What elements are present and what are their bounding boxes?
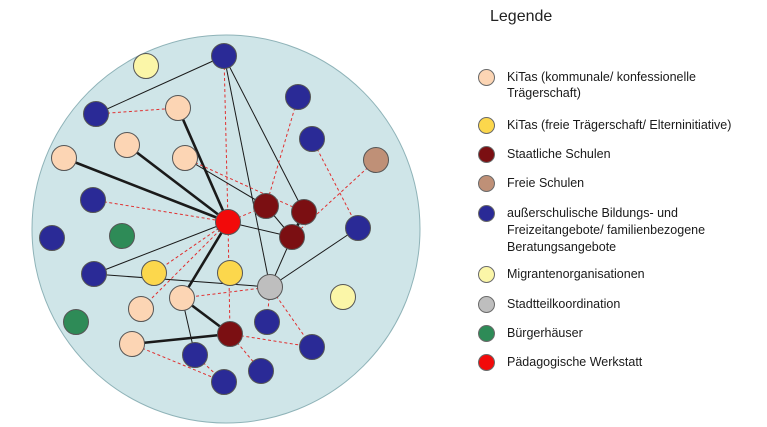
node-buergerhaeuser-bh1	[109, 223, 135, 249]
node-kitas_kommunal-k_g	[119, 331, 145, 357]
node-ausserschulisch-b_r2	[299, 126, 325, 152]
legend-label-stadtteil: Stadtteilkoordination	[507, 297, 621, 311]
network-nodes	[39, 43, 389, 395]
edge-b_top-pw	[223, 55, 229, 223]
edge-b_ml-pw	[92, 199, 229, 223]
node-kitas_kommunal-k_e	[128, 296, 154, 322]
node-buergerhaeuser-bh2	[63, 309, 89, 335]
edge-b_top-b_tl	[95, 55, 225, 115]
edge-b_r2-b_r3	[311, 138, 359, 229]
edge-pw-b_l2	[93, 221, 229, 275]
legend-swatch-staatliche-schulen	[478, 146, 495, 163]
node-stadtteil-st	[257, 274, 283, 300]
node-kitas_kommunal-k_a	[165, 95, 191, 121]
edge-s4-b_r4	[229, 333, 313, 348]
legend-label-staatliche-schulen: Staatliche Schulen	[507, 147, 611, 161]
edge-b_tl-k_a	[95, 107, 179, 115]
edge-b_tr-s1	[265, 96, 299, 207]
edge-b_top-st	[223, 55, 271, 288]
node-ausserschulisch-b_b3	[211, 369, 237, 395]
node-kitas_frei-kf1	[141, 260, 167, 286]
node-ausserschulisch-b_tl	[83, 101, 109, 127]
edge-st-b_r3	[269, 227, 359, 288]
node-ausserschulisch-b_ml	[80, 187, 106, 213]
legend-item-migranten: Migrantenorganisationen	[478, 266, 757, 283]
legend-item-ausserschulisch: außerschulische Bildungs- und Freizeitan…	[478, 205, 737, 256]
node-ausserschulisch-b_l1	[39, 225, 65, 251]
node-ausserschulisch-b_r3	[345, 215, 371, 241]
legend-swatch-stadtteil	[478, 296, 495, 313]
node-ausserschulisch-b_l2	[81, 261, 107, 287]
node-migranten-mig2	[330, 284, 356, 310]
node-freie_schulen-fs	[363, 147, 389, 173]
edge-pw-k_f	[180, 221, 230, 299]
node-staatliche_schulen-s4	[217, 321, 243, 347]
legend-label-werkstatt: Pädagogische Werkstatt	[507, 355, 643, 369]
legend-item-freie-schulen: Freie Schulen	[478, 175, 757, 192]
node-ausserschulisch-b_b2	[248, 358, 274, 384]
edge-k_g-b_b3	[131, 343, 225, 383]
edge-k_a-pw	[176, 107, 230, 223]
edge-st-k_f	[181, 286, 271, 299]
legend-label-ausserschulisch: außerschulische Bildungs- und Freizeitan…	[507, 206, 706, 254]
legend-swatch-kitas-kommunal	[478, 69, 495, 86]
node-kitas_kommunal-k_d	[172, 145, 198, 171]
node-staatliche_schulen-s1	[253, 193, 279, 219]
legend-swatch-kitas-frei	[478, 117, 495, 134]
node-kitas_kommunal-k_c	[51, 145, 77, 171]
legend-item-kitas-kommunal: KiTas (kommunale/ konfessionelle Trägers…	[478, 69, 757, 101]
legend-label-kitas-frei: KiTas (freie Trägerschaft/ Elterninitiat…	[507, 118, 732, 132]
legend-label-migranten: Migrantenorganisationen	[507, 267, 645, 281]
legend-label-buergerhaeuser: Bürgerhäuser	[507, 326, 583, 340]
node-ausserschulisch-b_m1	[254, 309, 280, 335]
node-staatliche_schulen-s2	[291, 199, 317, 225]
node-kitas_kommunal-k_b	[114, 132, 140, 158]
node-ausserschulisch-b_b1	[182, 342, 208, 368]
node-ausserschulisch-b_tr	[285, 84, 311, 110]
edge-b_top-s2	[223, 55, 305, 213]
node-kitas_kommunal-k_f	[169, 285, 195, 311]
legend-swatch-migranten	[478, 266, 495, 283]
legend-swatch-werkstatt	[478, 354, 495, 371]
edge-pw-kf1	[153, 221, 229, 274]
legend-label-freie-schulen: Freie Schulen	[507, 176, 585, 190]
legend-item-buergerhaeuser: Bürgerhäuser	[478, 325, 757, 342]
node-ausserschulisch-b_r4	[299, 334, 325, 360]
edge-s4-k_g	[131, 332, 231, 346]
node-migranten-mig1	[133, 53, 159, 79]
legend-item-staatliche-schulen: Staatliche Schulen	[478, 146, 757, 163]
legend-swatch-ausserschulisch	[478, 205, 495, 222]
legend: Legende KiTas (kommunale/ konfessionelle…	[470, 0, 767, 427]
edge-st-b_l2	[93, 273, 271, 288]
edge-pw-k_e	[140, 221, 229, 310]
edge-k_b-pw	[126, 143, 229, 224]
network-diagram	[31, 34, 421, 424]
node-kitas_frei-kf2	[217, 260, 243, 286]
node-staatliche_schulen-s3	[279, 224, 305, 250]
legend-swatch-freie-schulen	[478, 175, 495, 192]
legend-item-kitas-frei: KiTas (freie Trägerschaft/ Elterninitiat…	[478, 117, 757, 134]
legend-item-stadtteil: Stadtteilkoordination	[478, 296, 757, 313]
legend-label-kitas-kommunal: KiTas (kommunale/ konfessionelle Trägers…	[507, 70, 696, 100]
edge-k_d-s1	[184, 157, 267, 207]
legend-swatch-buergerhaeuser	[478, 325, 495, 342]
legend-item-werkstatt: Pädagogische Werkstatt	[478, 354, 757, 371]
node-ausserschulisch-b_top	[211, 43, 237, 69]
node-werkstatt-pw	[215, 209, 241, 235]
edge-k_c-pw	[63, 156, 229, 224]
legend-title: Legende	[490, 8, 553, 25]
